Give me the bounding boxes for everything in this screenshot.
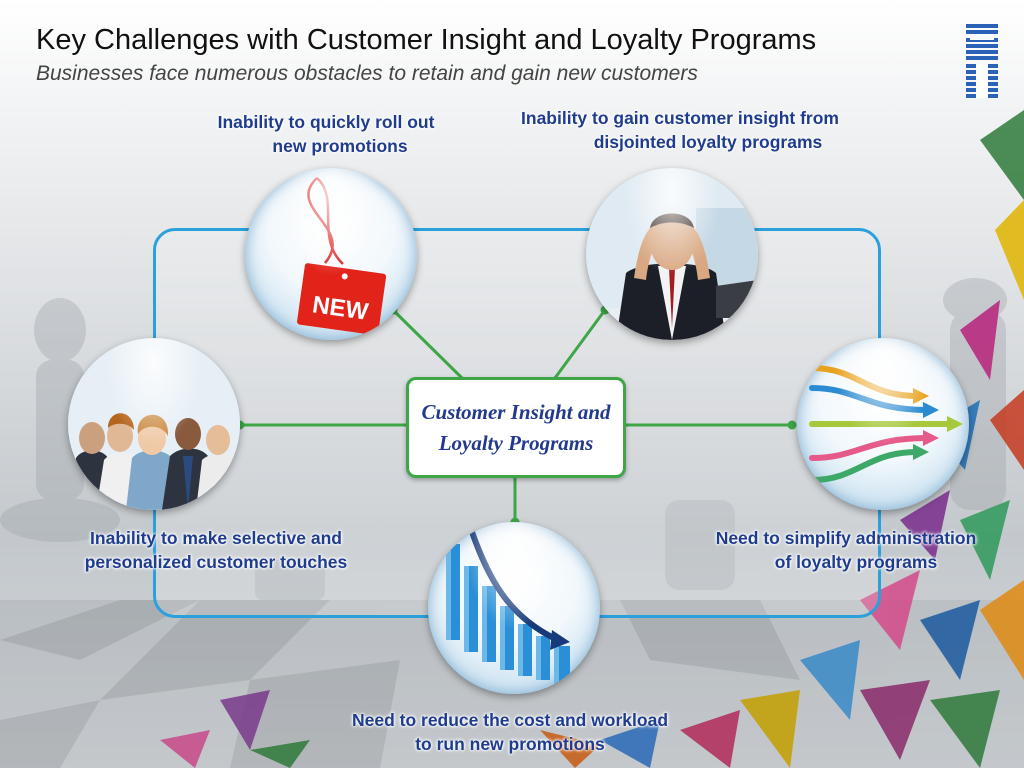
new-price-tag-icon: NEW [297,177,387,336]
label-personalized-touches: Inability to make selective and personal… [52,526,380,574]
circle-stressed-businessman [586,168,758,340]
label-line: personalized customer touches [84,552,348,572]
label-line: to run new promotions [415,734,605,754]
circle-customer-group [68,338,240,510]
stressed-businessman-icon [586,168,758,340]
page-title: Key Challenges with Customer Insight and… [36,24,817,56]
label-customer-insight: Inability to gain customer insight from … [488,106,872,154]
declining-bar-chart-icon [446,530,570,684]
circle-declining-chart [428,522,600,694]
ibm-logo [966,24,998,98]
circle-merging-arrows [797,338,969,510]
center-topic-box: Customer Insight and Loyalty Programs [406,377,626,478]
customer-group-icon [68,338,240,510]
merging-arrows-icon [809,365,963,483]
label-line: Need to simplify administration [715,528,977,548]
circle-new-promotion: NEW [245,168,417,340]
label-reduce-cost: Need to reduce the cost and workload to … [318,708,702,756]
label-line: Inability to make selective and [90,528,342,548]
label-line: Inability to quickly roll out [217,112,435,132]
label-line: disjointed loyalty programs [593,132,823,152]
label-line: Inability to gain customer insight from [521,108,839,128]
page-subtitle: Businesses face numerous obstacles to re… [36,62,698,85]
label-simplify-administration: Need to simplify administration of loyal… [694,526,998,574]
label-line: new promotions [272,136,408,156]
label-line: of loyalty programs [774,552,938,572]
center-topic-label: Customer Insight and Loyalty Programs [421,399,611,455]
label-line: Need to reduce the cost and workload [351,710,669,730]
label-roll-out-promotions: Inability to quickly roll out new promot… [196,110,456,158]
